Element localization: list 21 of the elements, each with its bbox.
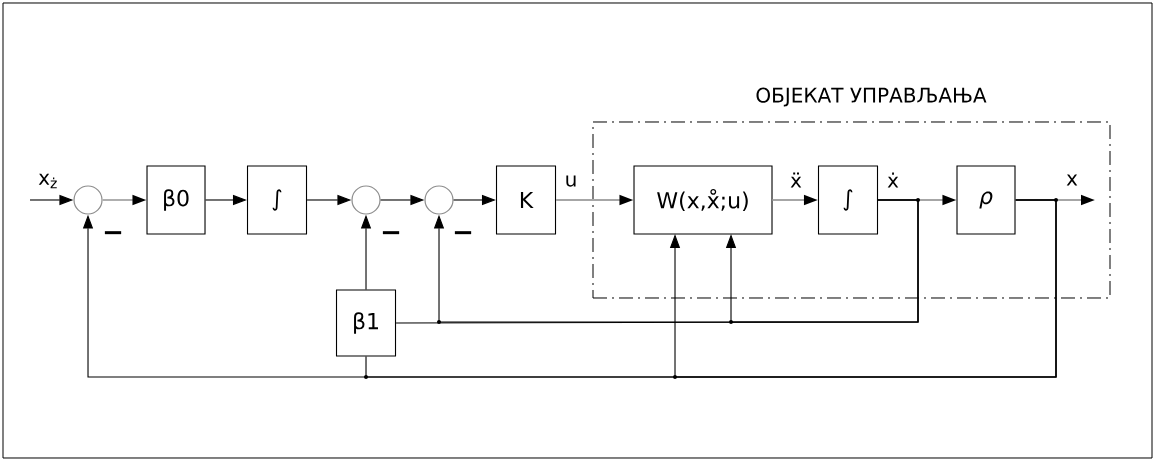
minus-sign: − — [454, 231, 472, 235]
edge-label: x — [1065, 173, 1079, 187]
edge-label: x$_{ż}$ — [37, 172, 59, 190]
arrow — [725, 199, 919, 323]
block-box: β1 — [335, 289, 397, 357]
block-box: W(x,x̊;u) — [633, 165, 773, 235]
block-box: ρ — [956, 165, 1016, 235]
node-label: ОБЈЕКАТ УПРАВЉАЊА — [756, 87, 987, 107]
summing-junction — [73, 185, 103, 215]
minus-sign: − — [104, 231, 122, 235]
minus-sign: − — [382, 231, 400, 235]
block-box: ∫ — [246, 165, 308, 235]
edge-label: u — [563, 174, 579, 188]
arrow — [669, 199, 1057, 378]
block-box: β0 — [146, 165, 206, 235]
summing-junction — [424, 185, 454, 215]
summing-junction — [351, 185, 381, 215]
edge-label: ẋ — [886, 171, 900, 189]
block-box: K — [495, 165, 557, 235]
block-box: ∫ — [817, 165, 879, 235]
edge-label: ẍ — [789, 171, 803, 189]
